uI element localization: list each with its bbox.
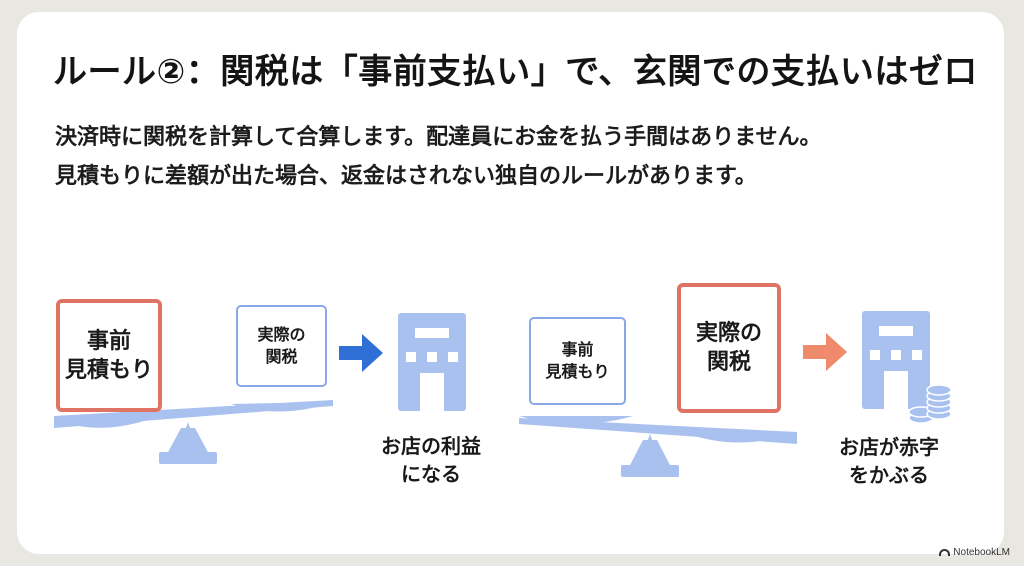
scale-icon: [54, 400, 333, 464]
illustration: 事前 見積もり 実際の 関税 お店の利益 になる 事前 見積もり 実際の 関税 …: [17, 12, 1004, 554]
coin-stack-icon: [908, 384, 952, 424]
slide-body: 決済時に関税を計算して合算します。配達員にお金を払う手間はありません。 見積もり…: [55, 118, 985, 196]
notebooklm-logo-icon: [939, 549, 951, 556]
arrow-right-icon: [339, 334, 383, 372]
card-label: 事前 見積もり: [64, 328, 153, 383]
outcome-caption: お店の利益 になる: [381, 434, 481, 486]
body-line: 決済時に関税を計算して合算します。配達員にお金を払う手間はありません。: [55, 125, 822, 150]
store-building-icon: [398, 313, 466, 411]
slide: ルール②：関税は「事前支払い」で、玄関での支払いはゼロ 決済時に関税を計算して合…: [17, 12, 1004, 554]
body-line: 見積もりに差額が出た場合、返金はされない独自のルールがあります。: [55, 164, 757, 189]
store-building-icon: [862, 311, 930, 409]
prepaid-estimate-card: 事前 見積もり: [529, 317, 626, 405]
card-label: 事前 見積もり: [545, 340, 610, 381]
card-label: 実際の 関税: [695, 321, 762, 375]
watermark-text: NotebookLM: [953, 547, 1010, 558]
actual-duty-card: 実際の 関税: [236, 305, 327, 387]
outcome-caption: お店が赤字 をかぶる: [839, 435, 939, 487]
notebooklm-watermark: NotebookLM: [939, 547, 1010, 558]
slide-title: ルール②：関税は「事前支払い」で、玄関での支払いはゼロ: [53, 52, 978, 92]
arrow-right-icon: [803, 333, 847, 371]
illustration-graphics: [54, 311, 952, 477]
card-label: 実際の 関税: [257, 325, 306, 366]
prepaid-estimate-card: 事前 見積もり: [56, 299, 162, 412]
actual-duty-card: 実際の 関税: [677, 283, 781, 413]
scale-icon: [519, 416, 797, 477]
